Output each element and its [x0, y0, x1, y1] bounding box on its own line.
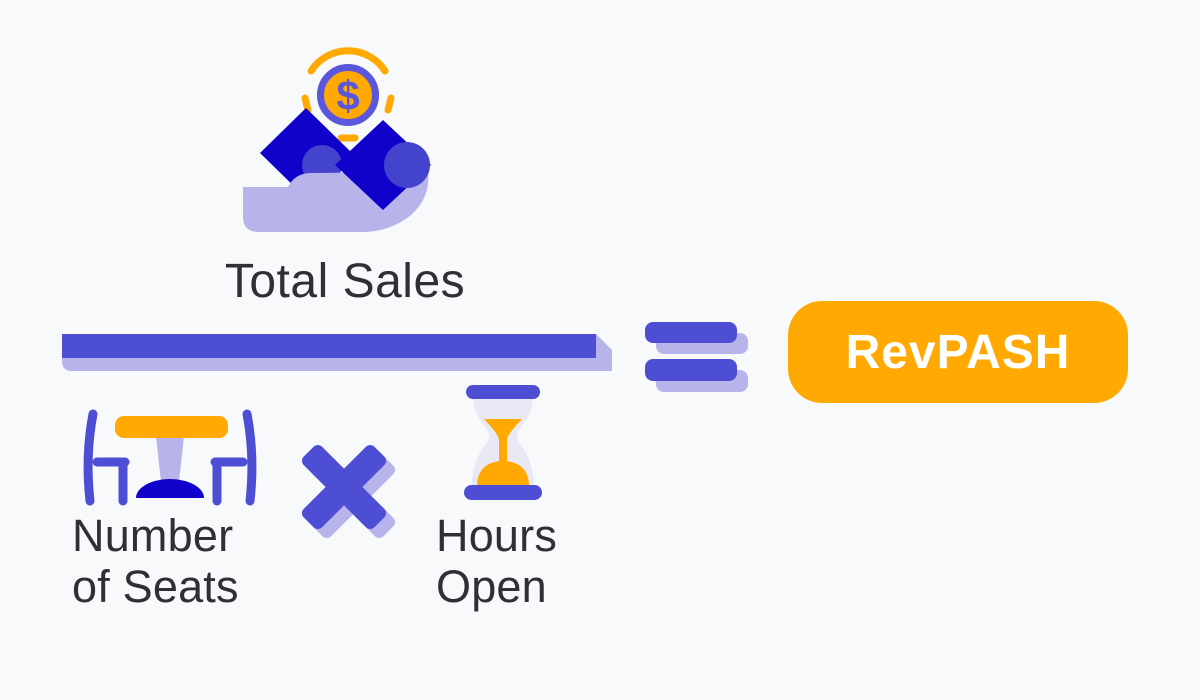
table-seats-icon [83, 409, 257, 506]
hours-label: Hours Open [436, 510, 557, 612]
equals-bottom-bar [645, 359, 737, 381]
multiply-face [301, 444, 387, 530]
seats-label-line1: Number [72, 510, 234, 561]
hourglass-cap-top [466, 385, 540, 399]
equals-top-bar [645, 322, 737, 343]
fraction-bar-shadow [62, 334, 612, 371]
multiply-icon [301, 444, 396, 539]
hourglass-cap-bottom [464, 485, 542, 500]
dollar-coin-icon: $ [317, 64, 379, 126]
chair-left [83, 409, 130, 506]
table-pedestal [156, 436, 184, 482]
coin-sparkle-dashes [301, 47, 395, 142]
money-in-hand-icon: $ [243, 47, 431, 232]
fraction-bar [62, 334, 612, 371]
chair-right [210, 409, 257, 506]
result-label: RevPASH [845, 325, 1071, 379]
table-base [136, 479, 204, 498]
seats-label: Number of Seats [72, 510, 239, 612]
dollar-sign: $ [336, 72, 359, 119]
hourglass-icon [464, 385, 542, 500]
result-pill: RevPASH [788, 301, 1128, 403]
table-top [115, 416, 228, 438]
seats-label-line2: of Seats [72, 561, 239, 612]
numerator-label: Total Sales [224, 255, 466, 308]
hourglass-sand [477, 419, 529, 486]
hours-label-line2: Open [436, 561, 547, 612]
banknote-right-coin [384, 142, 430, 188]
equals-icon [645, 322, 748, 392]
fraction-bar-face [62, 334, 596, 358]
hours-label-line1: Hours [436, 510, 558, 561]
